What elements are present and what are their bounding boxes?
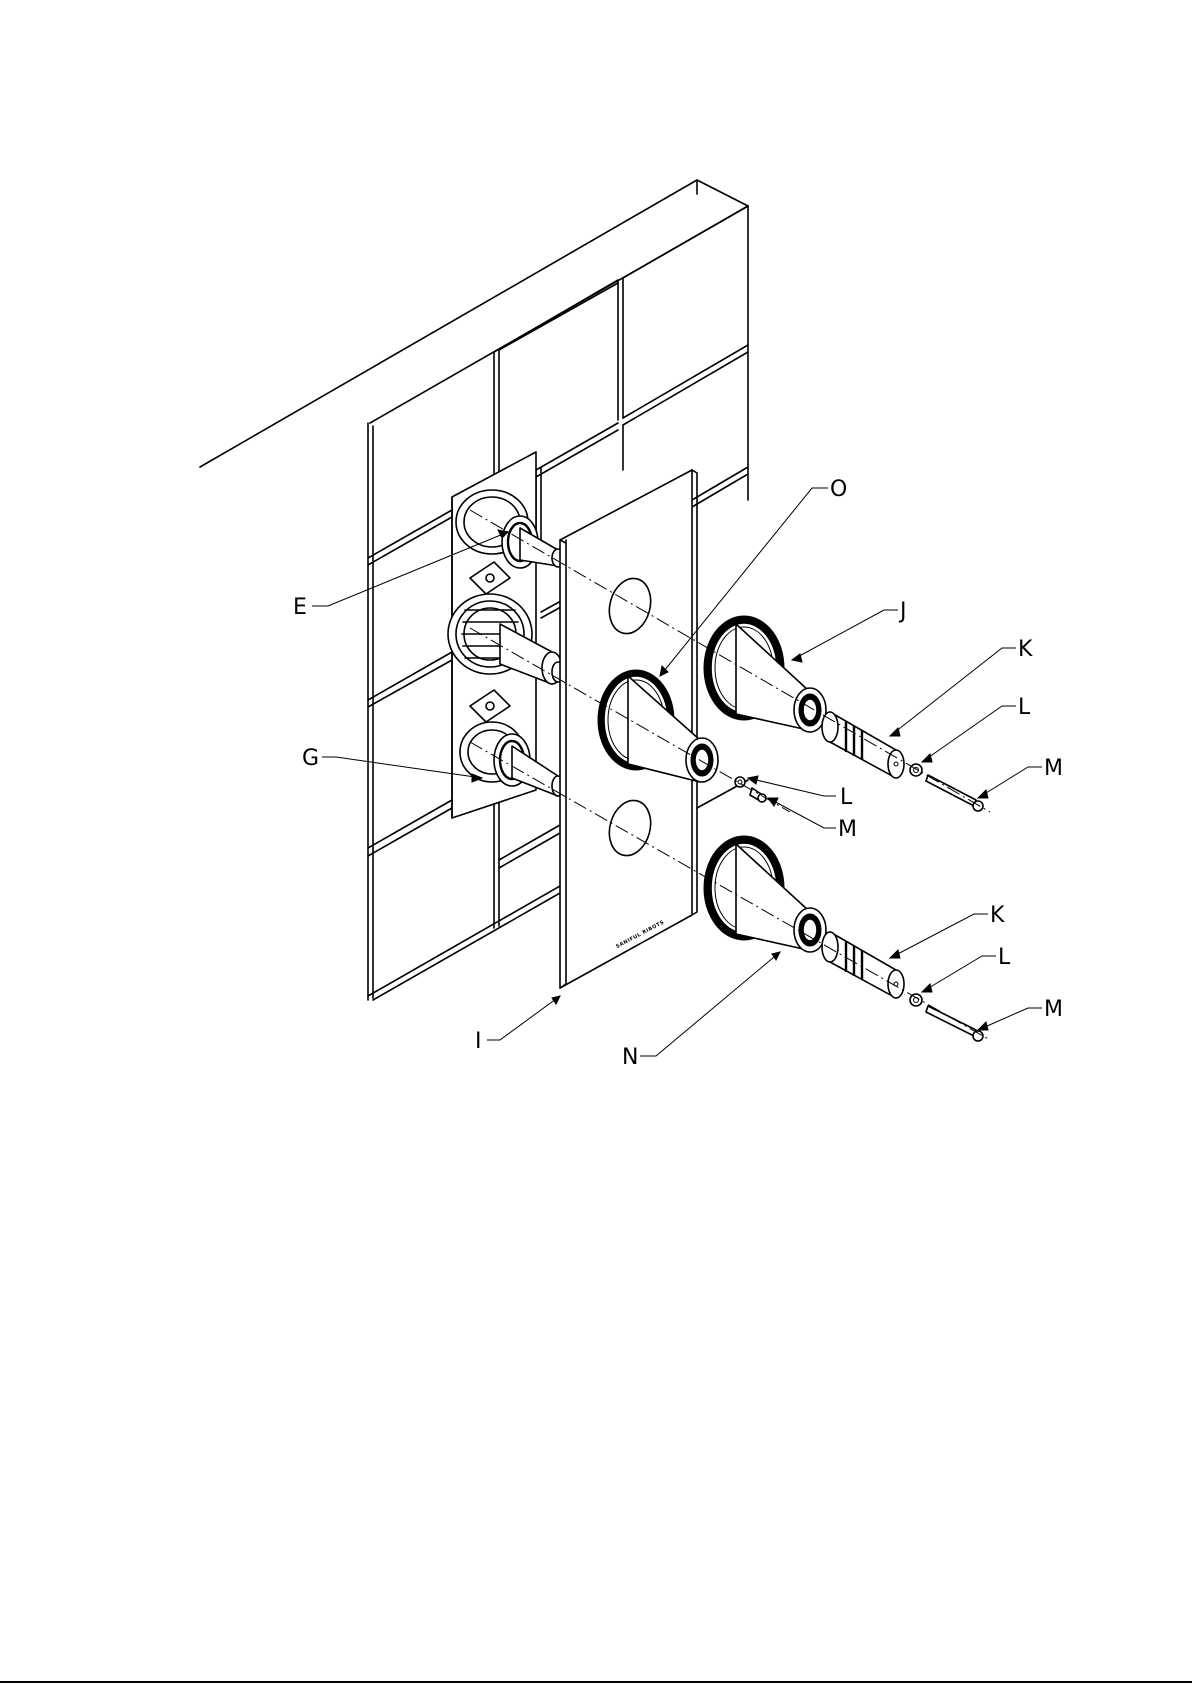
upper-washer-screw bbox=[910, 764, 983, 811]
callout-I: I bbox=[475, 1029, 482, 1054]
callout-L-lower: L bbox=[998, 945, 1011, 970]
page-bottom-rule bbox=[0, 1681, 1192, 1683]
callout-M-upper: M bbox=[1044, 756, 1063, 781]
callout-K-upper: K bbox=[1018, 637, 1033, 662]
callout-O: O bbox=[830, 477, 847, 502]
upper-shroud bbox=[704, 616, 826, 732]
callout-E: E bbox=[293, 595, 307, 620]
callout-L-upper: L bbox=[1018, 695, 1031, 720]
callout-L-centre: L bbox=[840, 785, 853, 810]
callout-J: J bbox=[898, 599, 907, 624]
callout-G: G bbox=[302, 746, 319, 771]
lower-handle bbox=[822, 932, 904, 998]
callout-K-lower: K bbox=[990, 903, 1005, 928]
callout-N: N bbox=[622, 1045, 638, 1070]
valve-body bbox=[448, 452, 564, 818]
lower-washer-screw bbox=[910, 994, 983, 1041]
callout-M-centre: M bbox=[838, 817, 857, 842]
lower-shroud bbox=[704, 836, 826, 952]
callout-M-lower: M bbox=[1044, 997, 1063, 1022]
